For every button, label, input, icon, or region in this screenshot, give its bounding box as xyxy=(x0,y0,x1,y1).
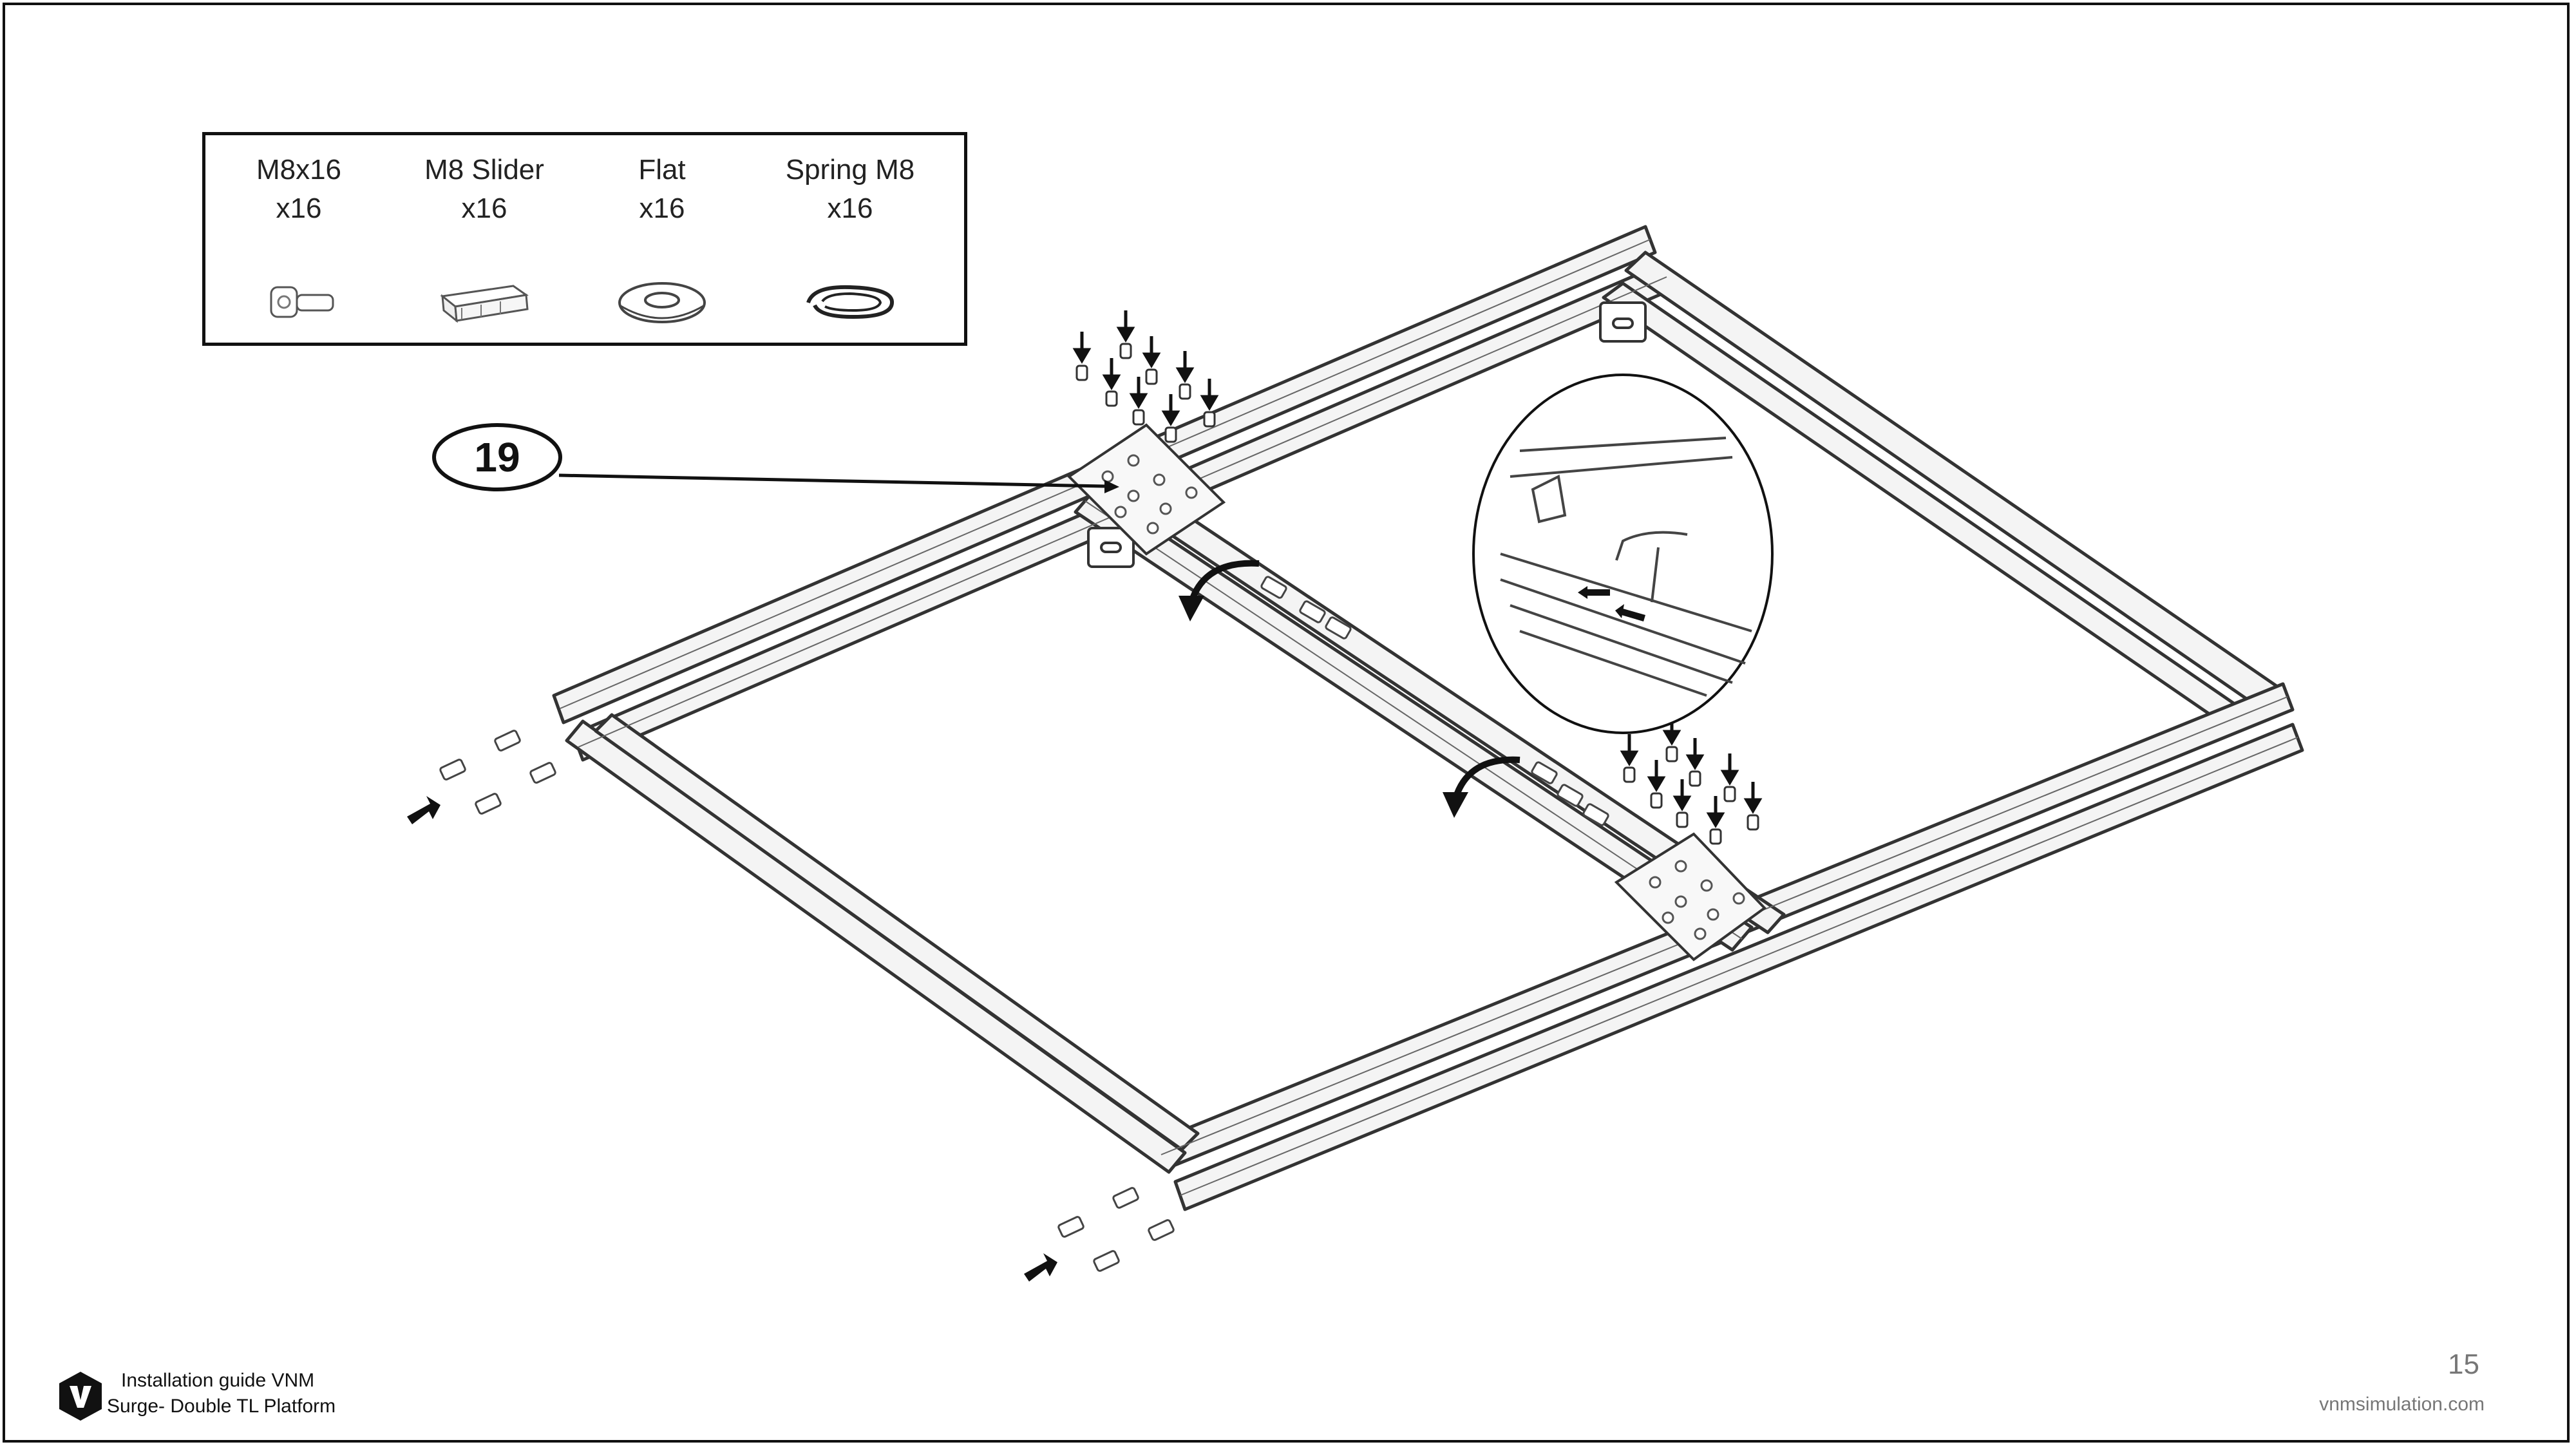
rotation-arrow xyxy=(1452,756,1520,800)
insert-arrow xyxy=(407,796,440,824)
frame-profile-left xyxy=(565,719,1187,1174)
slider-nut-icon xyxy=(440,285,529,323)
part-quantity: x16 xyxy=(461,193,507,224)
website-url: vnmsimulation.com xyxy=(2319,1394,2485,1415)
connection-plate-bottom xyxy=(1614,832,1767,961)
frame-profile-left-inner xyxy=(594,713,1200,1151)
insert-arrow xyxy=(1024,1253,1057,1282)
part-name: Spring M8 xyxy=(785,154,915,185)
product-name: Surge- Double TL Platform xyxy=(107,1396,336,1417)
guide-title: Installation guide VNM xyxy=(121,1370,315,1391)
part-bolt: M8x16 x16 xyxy=(212,151,386,318)
detail-view xyxy=(1472,374,1774,734)
part-name: Flat xyxy=(638,154,686,185)
part-quantity: x16 xyxy=(639,193,685,224)
step-number: 19 xyxy=(474,434,520,480)
page-frame xyxy=(3,3,2570,1443)
callout-leader xyxy=(558,473,1105,488)
step-callout xyxy=(432,423,562,491)
spring-washer-icon xyxy=(806,285,894,319)
corner-bracket xyxy=(1599,301,1647,343)
part-quantity: x16 xyxy=(827,193,873,224)
part-spring-washer: Spring M8 x16 xyxy=(763,151,937,319)
page-number: 15 xyxy=(2448,1349,2479,1380)
part-name: M8 Slider xyxy=(424,154,544,185)
bolt-icon xyxy=(270,286,334,318)
rotation-arrow xyxy=(1188,560,1260,603)
vnm-logo-icon xyxy=(59,1372,102,1421)
corner-bracket xyxy=(1087,527,1135,568)
connection-plate-top xyxy=(1066,423,1226,556)
flat-washer-icon xyxy=(618,282,706,323)
parts-list-box: M8x16 x16 M8 Slider x16 Flat x16 Spring … xyxy=(202,132,967,346)
part-flat-washer: Flat x16 xyxy=(575,151,749,323)
part-slider: M8 Slider x16 xyxy=(397,151,571,323)
part-name: M8x16 xyxy=(256,154,342,185)
part-quantity: x16 xyxy=(276,193,322,224)
